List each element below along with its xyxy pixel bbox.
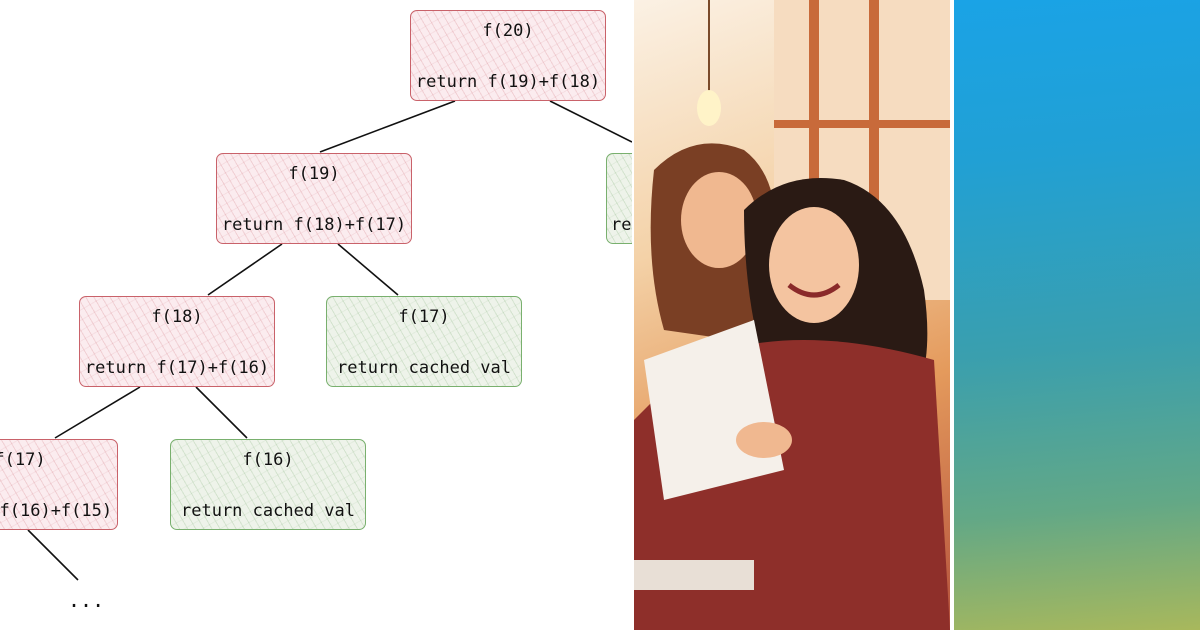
right-person-face — [769, 207, 859, 323]
edge-f18-f17a — [54, 386, 141, 439]
node-body: return f(16)+f(15) — [0, 501, 113, 521]
edge-f20-f19 — [319, 100, 456, 153]
edge-f20-f18b — [549, 100, 632, 143]
node-f16-cached: f(16) return cached val — [170, 439, 366, 530]
memoization-tree-diagram: f(20) return f(19)+f(18) f(19) return f(… — [0, 10, 632, 612]
photo-illustration — [634, 0, 950, 630]
node-f20: f(20) return f(19)+f(18) — [410, 10, 606, 101]
edge-f17a-ellipsis — [27, 529, 79, 581]
node-f17-cached: f(17) return cached val — [326, 296, 522, 387]
window-frame — [774, 120, 950, 128]
edge-f18-f16 — [195, 386, 248, 439]
node-body: return cached val — [337, 358, 511, 378]
lamp-bulb — [697, 90, 721, 126]
ellipsis-more: ... — [68, 588, 105, 612]
smile — [787, 282, 841, 298]
node-f18-cached-partial: return cached val — [606, 153, 632, 244]
node-title: f(20) — [482, 21, 534, 41]
edge-f19-f17b — [337, 243, 399, 296]
node-f18: f(18) return f(17)+f(16) — [79, 296, 275, 387]
node-body: return f(19)+f(18) — [415, 72, 601, 92]
hand — [736, 422, 792, 458]
node-body: return cached val — [611, 215, 632, 235]
students-laughing-photo — [634, 0, 950, 630]
books — [634, 560, 754, 590]
node-body: return f(18)+f(17) — [221, 215, 407, 235]
node-title: f(18) — [151, 307, 203, 327]
gradient-panel — [954, 0, 1200, 630]
node-title: f(19) — [288, 164, 340, 184]
left-person-face — [681, 172, 757, 268]
edge-f19-f18 — [207, 243, 283, 296]
node-title: f(16) — [242, 450, 294, 470]
node-title: f(17) — [0, 450, 46, 470]
window-frame — [809, 0, 819, 260]
node-f17-computed: f(17) return f(16)+f(15) — [0, 439, 118, 530]
divider — [632, 0, 634, 630]
node-body: return cached val — [181, 501, 355, 521]
tree-edges — [27, 100, 632, 581]
node-f19: f(19) return f(18)+f(17) — [216, 153, 412, 244]
node-body: return f(17)+f(16) — [84, 358, 270, 378]
divider — [950, 0, 954, 630]
node-title: f(17) — [398, 307, 450, 327]
